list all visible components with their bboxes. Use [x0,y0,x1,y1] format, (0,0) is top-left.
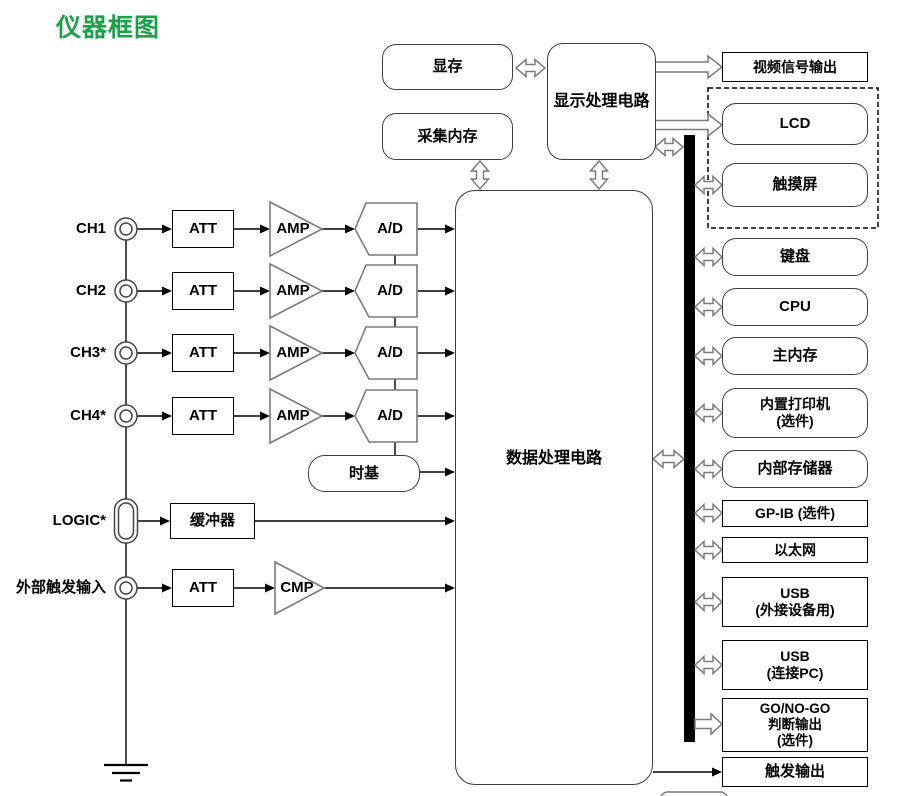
logic-label: LOGIC* [52,512,106,529]
go-nogo-line3: (选件) [777,733,813,748]
channel-label-ch2: CH2 [75,282,106,299]
att-box-trigger: ATT [172,569,234,607]
adc-label-ch1: A/D [377,220,403,237]
main-memory-box: 主内存 [722,337,868,375]
dblarrow-ethernet [693,539,724,561]
dblarrow-displaymem [514,57,547,79]
adc-shape-ch3 [354,326,418,380]
arrowheads [160,224,722,777]
dblarrow-dataproc-bus [651,448,686,470]
dblarrow-mainmem [693,345,724,367]
go-nogo-line1: GO/NO-GO [759,701,831,716]
dblarrow-dispproc-dataproc [588,159,610,191]
amp-label-ch2: AMP [276,282,310,299]
gpib-box: GP-IB (选件) [722,500,868,527]
att-box-ch3: ATT [172,334,234,372]
arrow-to-gonogo [694,712,724,736]
dblarrow-dispproc-bus [653,136,685,158]
input-connectors [113,217,139,600]
usb-pc-box: USB (连接PC) [722,640,868,690]
amp-triangles [269,200,326,616]
arrow-to-video-output [654,54,724,80]
usb-peripheral-line2: (外接设备用) [755,602,835,618]
dblarrow-usb-pc [693,654,724,676]
cpu-box: CPU [722,288,868,326]
ext-trigger-label: 外部触发输入 [15,579,106,596]
dblarrow-keyboard [693,246,724,268]
dblarrow-gpib [693,502,724,524]
adc-shape-ch1 [354,202,418,256]
trigger-output-box: 触发输出 [722,757,868,787]
adc-shapes [354,202,418,443]
amp-triangle-ch2 [269,262,324,320]
dblarrow-cpu [693,296,724,318]
adc-shape-ch4 [354,389,418,443]
channel-label-ch3: CH3* [70,344,106,361]
adc-label-ch4: A/D [377,407,403,424]
video-output-box: 视频信号输出 [722,52,868,82]
timebase-box: 时基 [308,455,420,492]
channel-label-ch4: CH4* [70,407,106,424]
data-processor-box [455,190,653,785]
builtin-printer-line2: (选件) [776,413,814,429]
amp-label-ch3: AMP [276,344,310,361]
acquisition-memory-box: 采集内存 [382,113,513,160]
cmp-triangle [274,560,326,616]
display-panel-dashed-group [707,87,879,229]
att-box-ch1: ATT [172,210,234,248]
lcd-box: LCD [722,103,868,145]
adc-label-ch2: A/D [377,282,403,299]
amp-triangle-ch4 [269,387,324,445]
dblarrow-printer [693,402,724,424]
builtin-printer-box: 内置打印机 (选件) [722,388,868,438]
buffer-box: 缓冲器 [170,503,255,539]
amp-triangle-ch1 [269,200,324,258]
att-box-ch4: ATT [172,397,234,435]
display-memory-box: 显存 [382,44,513,90]
go-nogo-line2: 判断输出 [768,717,822,732]
channel-label-ch1: CH1 [75,220,106,237]
go-nogo-output-box: GO/NO-GO 判断输出 (选件) [722,698,868,752]
usb-peripheral-box: USB (外接设备用) [722,577,868,627]
hollow-arrows [469,54,724,736]
system-bus-bar [684,135,695,742]
arrow-to-lcd [654,112,724,138]
internal-storage-box: 内部存储器 [722,450,868,488]
amp-label-ch4: AMP [276,407,310,424]
adc-label-ch3: A/D [377,344,403,361]
signal-lines [125,228,713,773]
adc-shape-ch2 [354,264,418,318]
amp-label-ch1: AMP [276,220,310,237]
dblarrow-acqmem-dataproc [469,159,491,191]
builtin-printer-line1: 内置打印机 [760,396,830,413]
page-title: 仪器框图 [56,14,161,42]
display-processor-box: 显示处理电路 [547,43,656,160]
data-processor-label: 数据处理电路 [505,450,602,467]
dblarrow-storage [693,458,724,480]
dblarrow-usb-peripheral [693,591,724,613]
cmp-label: CMP [280,579,314,596]
usb-peripheral-line1: USB [780,585,810,602]
usb-pc-line1: USB [780,648,810,665]
keyboard-box: 键盘 [722,238,868,276]
usb-pc-line2: (连接PC) [766,665,824,681]
partial-bottom-box [660,791,728,796]
ethernet-box: 以太网 [722,537,868,563]
amp-triangle-ch3 [269,324,324,382]
touch-screen-box: 触摸屏 [722,163,868,207]
att-box-ch2: ATT [172,272,234,310]
ground-icon [104,763,148,782]
